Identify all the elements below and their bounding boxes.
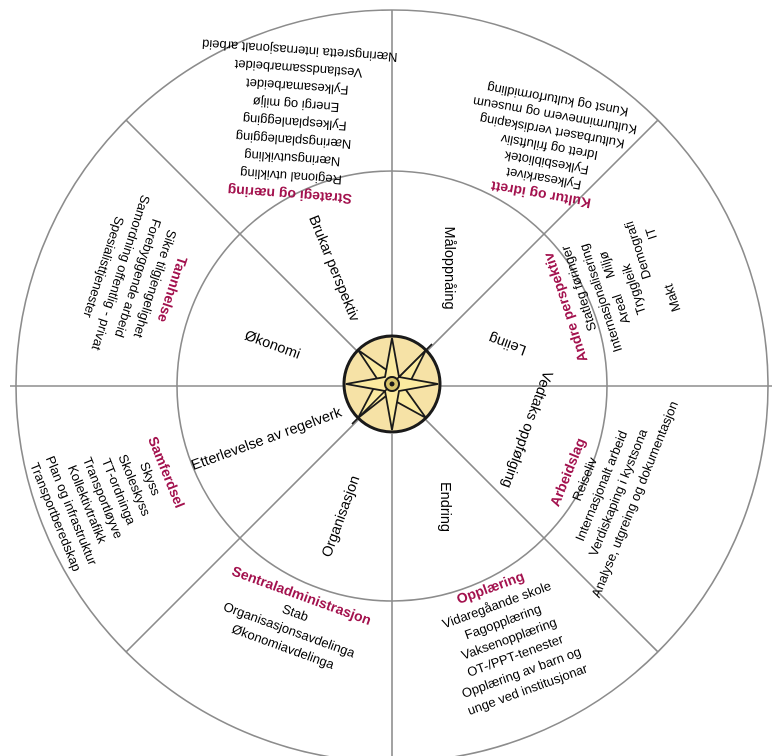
inner-label-endring: Endring xyxy=(437,482,453,532)
sector-item: Næringsutvikling xyxy=(244,148,341,170)
sector-strategi-og-naering: Strategi og næring Regional utvikling Næ… xyxy=(202,37,398,208)
inner-label-maloppnaing: Målopp­nåing xyxy=(441,226,457,309)
sector-item: Regional utvikling xyxy=(240,165,343,187)
sector-samferdsel: Samferdsel Skyss Skoleskyss TT-ordninga … xyxy=(27,434,188,573)
sector-item: Fylkesplanlegging xyxy=(242,112,347,134)
sector-item: Fylkesamarbeidet xyxy=(245,76,349,98)
sector-andre-perspektiv: Andre perspektiv Statleg føringer Intern… xyxy=(540,219,684,364)
sector-opplaering: Opplæring Vidaregåande skole Fagopplærin… xyxy=(440,568,590,718)
spoke-ne xyxy=(425,119,659,353)
sector-item: Næringsretta internasjonalt arbeid xyxy=(202,37,398,66)
inner-label-leiing: Leiing xyxy=(487,330,529,358)
sector-sentraladministrasjon: Sentraladministrasjon Stab Organisasjons… xyxy=(221,563,373,673)
spoke-nw xyxy=(125,119,359,353)
compass-hub-dot xyxy=(389,381,395,387)
sector-kultur-og-idrett: Kultur og idrett Fylkesarkivet Fylkesbib… xyxy=(472,80,638,211)
sector-item: Makt xyxy=(660,282,683,314)
sector-arbeidslag: Arbeidslag Reiseliv Internasjonalt arbei… xyxy=(546,399,681,600)
sector-item: Energi og miljø xyxy=(252,94,340,115)
spokes xyxy=(10,10,772,756)
sector-tannhelse: Tannhelse Sikre tilgjengelighet Forebygg… xyxy=(80,193,191,352)
spoke-sw xyxy=(125,419,359,653)
inner-label-vedtaksoppfolging: Vedtaks oppfølging xyxy=(498,369,555,490)
sector-item: IT xyxy=(642,226,660,242)
inner-label-etterlevelse: Etterlevelse av regelverk xyxy=(189,404,344,474)
spoke-se xyxy=(425,419,659,653)
inner-label-organisasjon: Organisasjon xyxy=(319,474,363,560)
inner-label-okonomi: Økonomi xyxy=(242,328,302,363)
compass-rose-icon xyxy=(342,334,442,434)
